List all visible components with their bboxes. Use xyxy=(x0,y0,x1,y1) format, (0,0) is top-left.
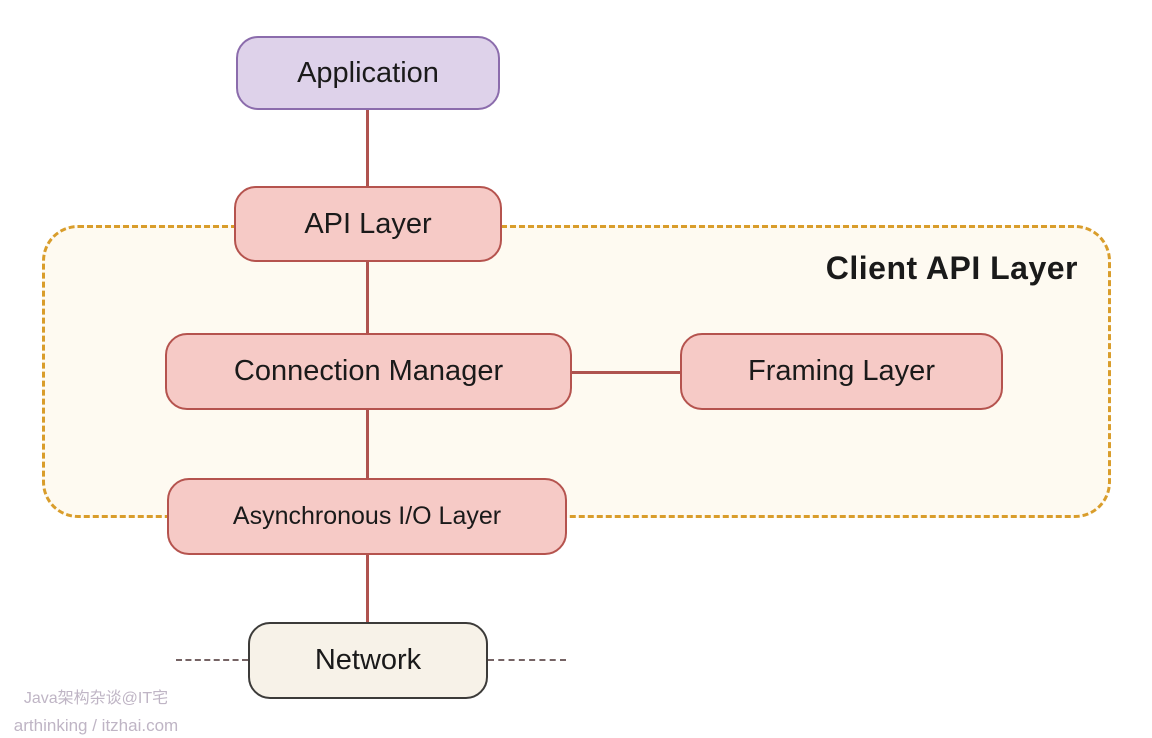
edge-api-connection-manager xyxy=(366,262,369,333)
group-title: Client API Layer xyxy=(825,250,1078,286)
node-connection-manager: Connection Manager xyxy=(165,333,572,410)
edge-application-api xyxy=(366,110,369,186)
watermark-line1: Java架构杂谈@IT宅 xyxy=(23,690,169,707)
node-async-io-layer: Asynchronous I/O Layer xyxy=(167,478,567,555)
node-framing-layer-label: Framing Layer xyxy=(748,355,935,387)
edge-connection-manager-framing xyxy=(572,371,680,374)
node-framing-layer: Framing Layer xyxy=(680,333,1003,410)
node-api-layer-label: API Layer xyxy=(304,207,432,240)
node-network: Network xyxy=(248,622,488,699)
node-application: Application xyxy=(236,36,500,110)
edge-async-network xyxy=(366,555,369,622)
node-connection-manager-label: Connection Manager xyxy=(233,355,504,387)
watermark: Java架构杂谈@IT宅 arthinking / itzhai.com xyxy=(2,685,190,738)
network-dashed-line-right xyxy=(488,659,566,661)
watermark-line2: arthinking / itzhai.com xyxy=(13,716,179,735)
edge-connection-manager-async xyxy=(366,410,369,478)
network-dashed-line-left xyxy=(176,659,248,661)
node-api-layer: API Layer xyxy=(234,186,502,262)
node-application-label: Application xyxy=(297,56,439,89)
node-network-label: Network xyxy=(314,644,422,676)
node-async-io-layer-label: Asynchronous I/O Layer xyxy=(232,502,502,530)
